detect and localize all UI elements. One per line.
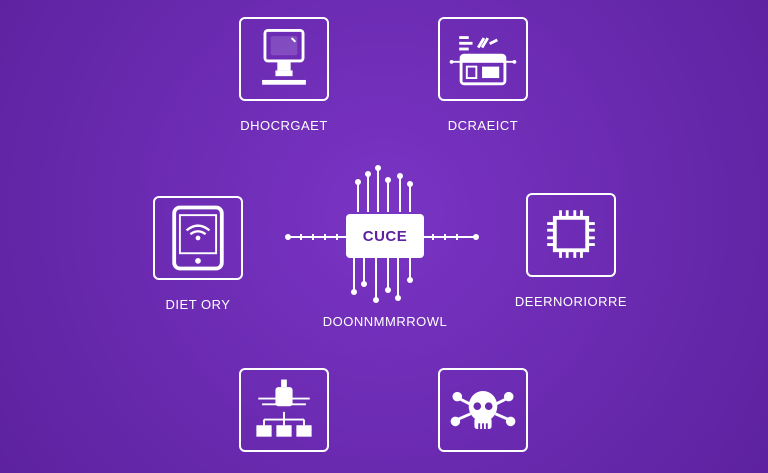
tablet-wifi-icon [172,205,224,271]
node-skull-network [438,368,528,452]
central-hub: CUCE [280,160,490,310]
printer-device-icon [449,36,517,86]
node-monitor [239,17,329,101]
hub-caption: DOONNMMRROWL [322,314,448,329]
microchip-icon [285,165,479,303]
skull-network-icon [450,390,516,430]
node-cpu [526,193,616,277]
node-device [438,17,528,101]
node-label-middle-left: DIET ORY [165,297,231,312]
monitor-icon [262,29,306,85]
node-label-top-right: DCRAEICT [447,118,519,133]
hub-label: CUCE [362,228,408,245]
network-tree-icon [256,379,312,437]
cpu-icon [547,210,595,258]
node-label-top-left: DHOCRGAET [240,118,328,133]
node-label-middle-right: DEERNORIORRE [514,294,628,309]
node-network-tree [239,368,329,452]
node-tablet [153,196,243,280]
